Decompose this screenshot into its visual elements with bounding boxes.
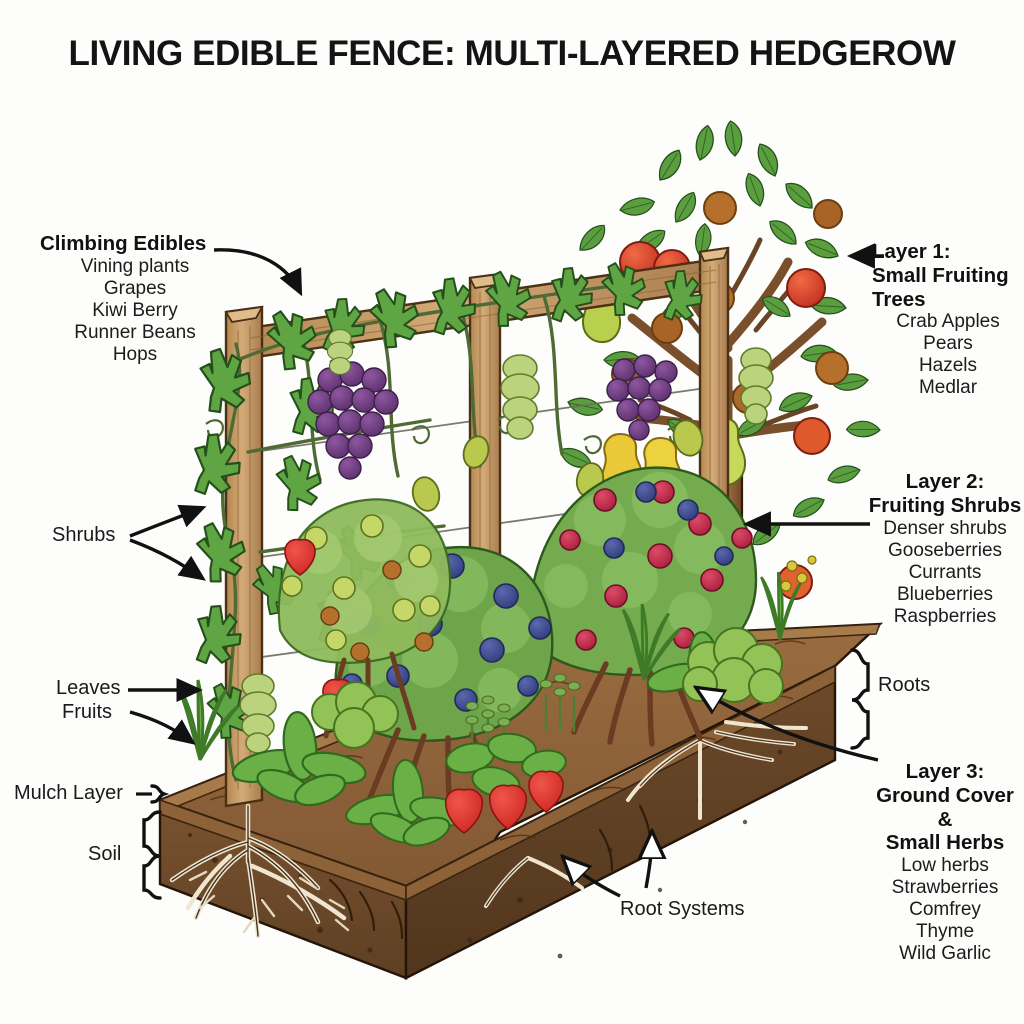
label-fruits: Fruits bbox=[62, 701, 112, 723]
layer1-item-0: Crab Apples bbox=[896, 311, 1000, 333]
layer2-item-1: Gooseberries bbox=[887, 539, 1003, 561]
layer3-item-2: Comfrey bbox=[909, 899, 981, 921]
layer1-item-2: Hazels bbox=[918, 355, 978, 377]
layer2-heading-line2: Fruiting Shrubs bbox=[868, 493, 1022, 517]
layer3-item-4: Wild Garlic bbox=[899, 943, 991, 965]
label-root-systems: Root Systems bbox=[620, 898, 745, 920]
climbing-edibles-heading: Climbing Edibles bbox=[40, 232, 207, 255]
layer2-heading-line1: Layer 2: bbox=[905, 470, 985, 493]
layer1-item-3: Medlar bbox=[918, 377, 978, 399]
label-soil: Soil bbox=[88, 843, 122, 865]
layer1-item-1: Pears bbox=[923, 333, 973, 355]
arrow-root-systems-2 bbox=[646, 836, 652, 889]
climbing-edibles-item-0: Vining plants bbox=[80, 255, 190, 277]
grape-bunch-2 bbox=[606, 354, 678, 441]
label-mulch-layer: Mulch Layer bbox=[14, 782, 123, 804]
arrow-climbing-edibles bbox=[213, 248, 303, 297]
arrow-root-systems-1 bbox=[566, 860, 621, 898]
label-leaves: Leaves bbox=[56, 677, 121, 699]
layer2-item-4: Raspberries bbox=[893, 605, 997, 627]
layer1-heading-line3: Trees bbox=[872, 287, 926, 311]
hop-cones bbox=[239, 329, 774, 754]
ground-cover bbox=[176, 555, 817, 847]
raspberries bbox=[559, 480, 753, 651]
climbing-edibles-item-3: Runner Beans bbox=[74, 321, 196, 343]
label-roots: Roots bbox=[878, 674, 931, 696]
climbing-edibles-item-2: Kiwi Berry bbox=[92, 299, 178, 321]
layer2-item-0: Denser shrubs bbox=[883, 517, 1007, 539]
arrow-shrubs-upper bbox=[129, 504, 207, 538]
gooseberries bbox=[281, 514, 441, 651]
label-shrubs: Shrubs bbox=[52, 524, 116, 546]
callout-layer1: Layer 1: Small Fruiting Trees Crab Apple… bbox=[872, 240, 1024, 399]
brace-mulch-layer bbox=[150, 784, 170, 804]
brace-soil bbox=[142, 810, 162, 900]
shrub-layer bbox=[277, 466, 758, 811]
layer3-heading-line2: Ground Cover & bbox=[876, 783, 1014, 831]
climbing-edibles-item-4: Hops bbox=[112, 343, 158, 365]
strawberry-patch bbox=[444, 732, 567, 834]
arrow-layer3 bbox=[700, 690, 879, 762]
layer1-heading-line1: Layer 1: bbox=[872, 240, 951, 263]
callout-climbing-edibles: Climbing Edibles Vining plants Grapes Ki… bbox=[40, 232, 230, 366]
layer2-item-2: Currants bbox=[908, 561, 982, 583]
layer3-item-0: Low herbs bbox=[901, 855, 989, 877]
arrow-fruits bbox=[129, 710, 196, 745]
layer1-heading-line2: Small Fruiting bbox=[872, 263, 1009, 287]
layer3-heading-line3: Small Herbs bbox=[885, 831, 1005, 855]
callout-layer2: Layer 2: Fruiting Shrubs Denser shrubs G… bbox=[866, 470, 1024, 628]
page-title: LIVING EDIBLE FENCE: MULTI-LAYERED HEDGE… bbox=[68, 34, 956, 73]
layer3-heading-line1: Layer 3: bbox=[905, 760, 985, 783]
layer3-item-1: Strawberries bbox=[891, 877, 999, 899]
climbing-edibles-item-1: Grapes bbox=[103, 277, 167, 299]
brace-roots bbox=[850, 648, 870, 750]
layer3-item-3: Thyme bbox=[915, 921, 975, 943]
callout-layer3: Layer 3: Ground Cover & Small Herbs Low … bbox=[866, 760, 1024, 965]
arrow-shrubs-lower bbox=[129, 538, 206, 581]
layer2-item-3: Blueberries bbox=[896, 583, 994, 605]
